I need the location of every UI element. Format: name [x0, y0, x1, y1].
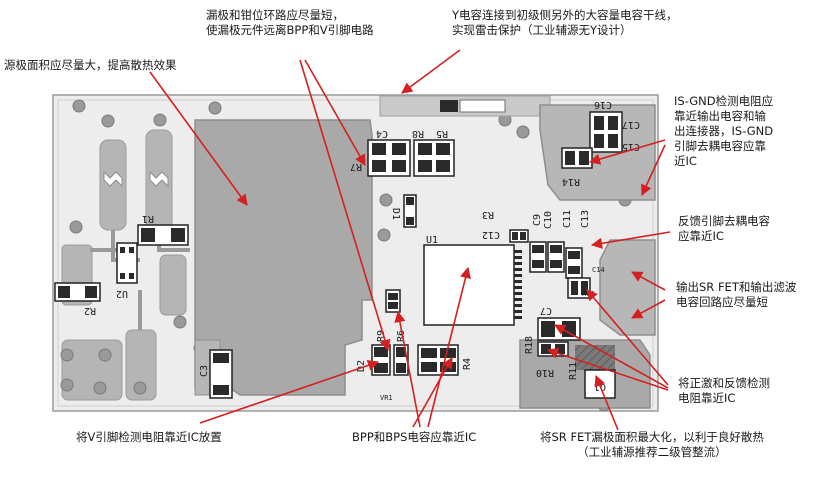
annotation-bpp-bps: BPP和BPS电容应靠近IC	[352, 430, 476, 445]
annotation-forward-fb: 将正激和反馈检测 电阻靠近IC	[678, 376, 770, 406]
pcb-label-u1: U1	[426, 235, 438, 246]
annotation-line: 电阻靠近IC	[678, 391, 736, 405]
pcb-label-r6: R6	[396, 330, 407, 342]
ic-u1-body	[423, 244, 515, 326]
components	[54, 111, 623, 399]
pcb-label-r8: R8	[412, 128, 424, 139]
pcb-label-r1: R1	[142, 213, 154, 224]
pcb-label-r11: R11	[568, 362, 579, 380]
annotation-line: 反馈引脚去耦电容	[678, 214, 770, 228]
pcb-label-c12: C12	[482, 229, 500, 240]
annotation-line: 引脚去耦电容应靠	[674, 139, 766, 153]
secondary-copper-right	[599, 239, 656, 336]
pcb-label-c10: C10	[543, 211, 554, 229]
annotation-line: 源极面积应尽量大，提高散热效果	[4, 58, 177, 72]
annotation-line: IS-GND检测电阻应	[674, 94, 774, 108]
pcb-label-r7: R7	[350, 161, 362, 172]
annotation-line: Y电容连接到初级侧另外的大容量电容干线，	[452, 8, 678, 22]
pcb-label-r5: R5	[436, 128, 448, 139]
annotation-line: （工业辅源推荐二级管整流）	[577, 445, 727, 459]
annotation-line: 将V引脚检测电阻靠近IC放置	[76, 430, 222, 444]
callout-arrows	[149, 49, 671, 431]
annotation-line: 将SR FET漏极面积最大化，以利于良好散热	[540, 430, 764, 444]
annotation-y-cap: Y电容连接到初级侧另外的大容量电容干线， 实现雷击保护（工业辅源无Y设计）	[452, 8, 678, 38]
annotation-line: 应靠近IC	[678, 229, 724, 243]
pcb-label-r14: R14	[562, 176, 580, 187]
annotation-line: 近IC	[674, 154, 697, 168]
pcb-label-r2: R2	[84, 305, 96, 316]
pcb-label-d1: D1	[390, 208, 401, 220]
pcb-label-c4: C4	[376, 128, 388, 139]
annotation-line: 漏极和钳位环路应尽量短，	[206, 8, 344, 22]
pcb-label-d2: D2	[356, 360, 367, 372]
pcb-label-r18: R18	[524, 336, 535, 354]
pcb-label-c16: C16	[594, 99, 612, 110]
ic-u1-pins	[514, 250, 522, 319]
pcb-label-r3: R3	[482, 209, 494, 220]
annotation-feedback: 反馈引脚去耦电容 应靠近IC	[678, 214, 770, 244]
pcb-label-u2: U2	[116, 288, 128, 299]
annotation-line: 将正激和反馈检测	[678, 376, 770, 390]
annotation-line: BPP和BPS电容应靠近IC	[352, 430, 477, 444]
y-cap-pad	[440, 100, 458, 112]
pcb-label-r4: R4	[462, 358, 473, 370]
annotation-sr-fet-loop: 输出SR FET和输出滤波 电容回路应尽量短	[676, 280, 796, 310]
annotation-line: 实现雷击保护（工业辅源无Y设计）	[452, 23, 632, 37]
annotation-line: 出连接器，IS-GND	[674, 124, 774, 138]
annotation-line: 使漏极元件远离BPP和V引脚电路	[206, 23, 374, 37]
pcb-label-c15: C15	[622, 141, 640, 152]
annotation-line: 靠近输出电容和输	[674, 109, 766, 123]
y-cap-body	[459, 99, 506, 113]
annotation-source-area: 源极面积应尽量大，提高散热效果	[4, 58, 177, 73]
pcb-label-c9: C9	[532, 214, 543, 226]
pcb-label-r10: R10	[536, 367, 554, 378]
annotation-drain-loop: 漏极和钳位环路应尽量短， 使漏极元件远离BPP和V引脚电路	[206, 8, 374, 38]
pcb-label-c11: C11	[562, 210, 573, 228]
pcb-label-c14: C14	[592, 266, 605, 274]
pcb-label-c13: C13	[580, 210, 591, 228]
pcb-label-c7: C7	[540, 305, 552, 316]
pcb-label-vr1: VR1	[380, 394, 393, 402]
pcb-label-r9: R9	[376, 330, 387, 342]
zigzag-fuses	[103, 170, 169, 188]
annotation-sr-fet-area: 将SR FET漏极面积最大化，以利于良好散热 （工业辅源推荐二级管整流）	[540, 430, 764, 460]
annotation-v-pin: 将V引脚检测电阻靠近IC放置	[76, 430, 222, 445]
pcb-label-c3: C3	[199, 365, 210, 377]
annotation-line: 输出SR FET和输出滤波	[676, 280, 797, 294]
annotation-is-gnd: IS-GND检测电阻应 靠近输出电容和输 出连接器，IS-GND 引脚去耦电容应…	[674, 94, 773, 169]
pcb-label-c17: C17	[622, 119, 640, 130]
annotation-line: 电容回路应尽量短	[676, 295, 768, 309]
